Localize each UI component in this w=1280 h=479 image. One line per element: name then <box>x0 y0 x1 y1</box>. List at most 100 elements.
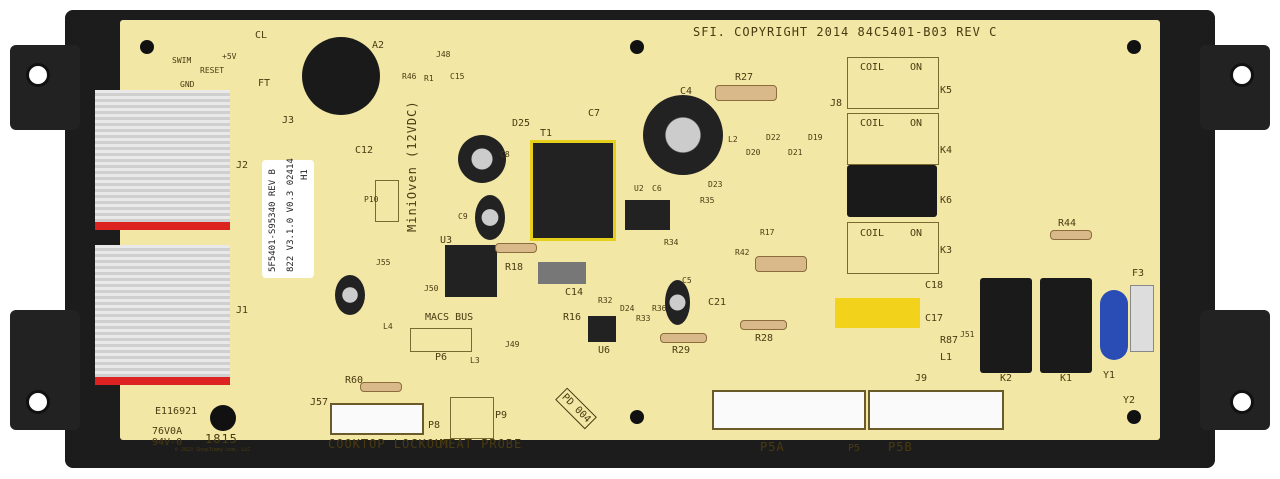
capacitor-c4 <box>643 95 723 175</box>
connector-p5b[interactable] <box>868 390 1004 430</box>
relay-k6 <box>847 165 937 217</box>
label-d21: D21 <box>788 148 803 157</box>
label-y1: Y1 <box>1103 370 1116 381</box>
capacitor-c9 <box>475 195 505 240</box>
label-j50: J50 <box>424 284 439 293</box>
label-r32: R32 <box>598 296 613 305</box>
label-r60: R60 <box>345 375 364 386</box>
label-c18: C18 <box>925 280 944 291</box>
buzzer-a2 <box>302 37 380 115</box>
label-c7: C7 <box>588 108 601 119</box>
label-d23: D23 <box>708 180 723 189</box>
label-d20: D20 <box>746 148 761 157</box>
resistor-r27 <box>715 85 777 101</box>
mount-hole <box>1230 63 1254 87</box>
label-a2: A2 <box>372 40 385 51</box>
label-r28: R28 <box>755 333 774 344</box>
label-d19: D19 <box>808 133 823 142</box>
ul-number: E116921 <box>155 406 198 417</box>
label-j57: J57 <box>310 397 329 408</box>
label-d24: D24 <box>620 304 635 313</box>
label-r27: R27 <box>735 72 754 83</box>
label-c12: C12 <box>355 145 374 156</box>
label-d22: D22 <box>766 133 781 142</box>
label-l3: L3 <box>470 356 480 365</box>
label-k1: K1 <box>1060 373 1073 384</box>
relay-k4-outline <box>847 113 939 165</box>
label-j48: J48 <box>436 50 451 59</box>
relay-on-text: ON <box>910 62 923 73</box>
label-j49: J49 <box>505 340 520 349</box>
ribbon-cable-j2[interactable] <box>95 90 230 230</box>
label-c8: C8 <box>500 150 510 159</box>
label-plus5v: +5V <box>222 52 237 61</box>
label-c4: C4 <box>680 86 693 97</box>
label-c6: C6 <box>652 184 662 193</box>
sticker-code: H1 <box>300 169 310 180</box>
transformer-t1 <box>530 140 616 241</box>
mount-tab <box>10 310 80 430</box>
p5a-label: P5A <box>760 440 785 454</box>
label-l2: L2 <box>728 135 738 144</box>
label-r16: R16 <box>563 312 582 323</box>
p5b-label: P5B <box>888 440 913 454</box>
label-r1: R1 <box>424 74 434 83</box>
label-p9: P9 <box>495 410 508 421</box>
label-j2: J2 <box>236 160 249 171</box>
label-p10: P10 <box>364 195 379 204</box>
board-hole <box>630 40 644 54</box>
mount-tab <box>10 45 80 130</box>
label-c9: C9 <box>458 212 468 221</box>
label-swim: SWIM <box>172 56 192 65</box>
label-c5: C5 <box>682 276 692 285</box>
varistor-y1 <box>1100 290 1128 360</box>
board-hole <box>630 410 644 424</box>
relay-k1 <box>1040 278 1092 373</box>
label-k3: K3 <box>940 245 953 256</box>
board-hole <box>210 405 236 431</box>
label-d25: D25 <box>512 118 531 129</box>
relay-coil-text: COIL <box>860 62 885 73</box>
label-reset: RESET <box>200 66 225 75</box>
connector-p8[interactable] <box>330 403 424 435</box>
board-hole <box>1127 410 1141 424</box>
label-u2: U2 <box>634 184 644 193</box>
rating-1: 76V0A <box>152 426 183 437</box>
label-j1: J1 <box>236 305 249 316</box>
label-r29: R29 <box>672 345 691 356</box>
label-j55: J55 <box>376 258 391 267</box>
connector-p9[interactable] <box>450 397 494 439</box>
label-p6: P6 <box>435 352 448 363</box>
resistor-r42 <box>755 256 807 272</box>
label-r42: R42 <box>735 248 750 257</box>
label-k5: K5 <box>940 85 953 96</box>
label-j8: J8 <box>830 98 843 109</box>
p5-label: P5 <box>848 443 861 454</box>
label-c21: C21 <box>708 297 727 308</box>
relay-k5-outline <box>847 57 939 109</box>
connector-p5a[interactable] <box>712 390 866 430</box>
connector-p10[interactable] <box>375 180 399 222</box>
component-c14 <box>538 262 586 284</box>
label-k2: K2 <box>1000 373 1013 384</box>
mount-hole <box>1230 390 1254 414</box>
label-c17: C17 <box>925 313 944 324</box>
label-j9: J9 <box>915 373 928 384</box>
ribbon-cable-j1[interactable] <box>95 245 230 385</box>
label-p8: P8 <box>428 420 441 431</box>
board-hole <box>140 40 154 54</box>
connector-p6[interactable] <box>410 328 472 352</box>
mount-tab <box>1200 45 1270 130</box>
meat-probe-label: MEAT PROBE <box>440 437 523 451</box>
label-t1: T1 <box>540 128 553 139</box>
label-u6: U6 <box>598 345 611 356</box>
label-j51: J51 <box>960 330 975 339</box>
regulator-u3 <box>445 245 497 297</box>
barcode-sticker: 5F5401-S95340 REV B 822 V3.1.0 V0.3 0241… <box>262 158 314 278</box>
label-u3: U3 <box>440 235 453 246</box>
mount-hole <box>26 390 50 414</box>
label-gnd: GND <box>180 80 195 89</box>
macs-bus-label: MACS BUS <box>425 312 474 323</box>
relay-coil-text: COIL <box>860 228 885 239</box>
label-c14: C14 <box>565 287 584 298</box>
